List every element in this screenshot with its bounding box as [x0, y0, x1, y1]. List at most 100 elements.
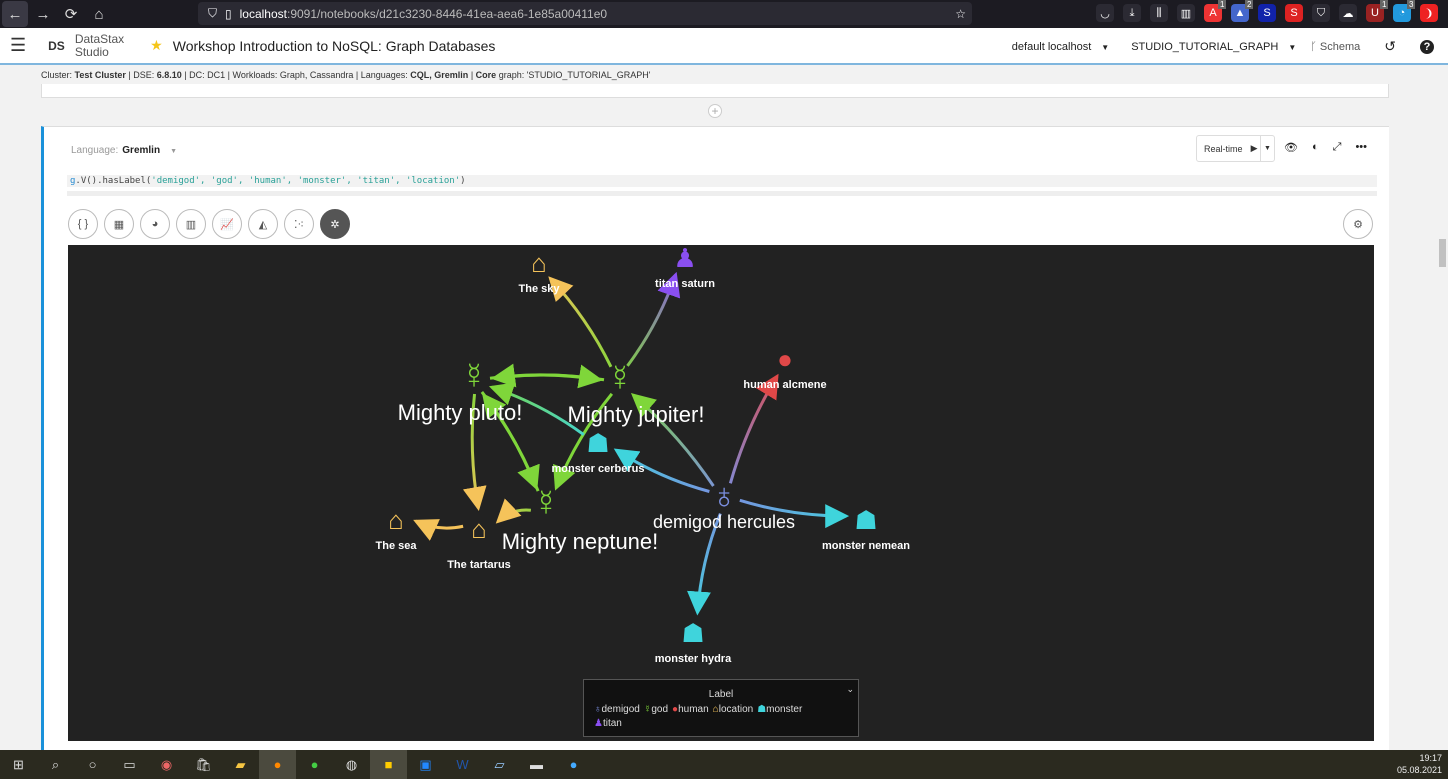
scrollbar-thumb[interactable]	[1439, 239, 1446, 267]
edge-hercules-alcmene[interactable]	[728, 373, 779, 484]
node-hydra[interactable]: ☗monster hydra	[655, 618, 732, 665]
scatter-view-button[interactable]: ⁚⁖	[284, 209, 314, 239]
edge-hercules-nemean[interactable]	[739, 498, 850, 529]
graph-select[interactable]: STUDIO_TUTORIAL_GRAPH▼	[1131, 40, 1297, 53]
home-button[interactable]: ⌂	[94, 5, 104, 23]
chevron-down-icon[interactable]: ⌄	[846, 684, 854, 694]
downloads-extension-icon[interactable]: ⤓	[1123, 4, 1141, 22]
legend-item-location[interactable]: ⌂location	[712, 704, 754, 715]
firefox-icon[interactable]: ●	[259, 750, 296, 779]
legend-item-god[interactable]: ☿god	[643, 704, 669, 715]
sticky-notes-icon[interactable]: ■	[370, 750, 407, 779]
explorer-icon[interactable]: ▰	[235, 756, 246, 772]
start-icon[interactable]: ⊞	[13, 756, 24, 772]
run-mode-button[interactable]: Real-time▶ ▼	[1196, 135, 1275, 162]
line-view-button[interactable]: 📈	[212, 209, 242, 239]
legend-item-monster[interactable]: ☗monster	[757, 704, 803, 715]
reload-button[interactable]: ⟳	[64, 6, 78, 23]
task-view-icon[interactable]: ▭	[123, 756, 136, 772]
edge-neptune-tartarus[interactable]	[495, 498, 532, 524]
edge-jupiter-saturn[interactable]	[626, 271, 681, 367]
run-mode-dropdown[interactable]: ▼	[1260, 136, 1274, 161]
editor-resize-handle[interactable]	[67, 191, 1377, 196]
edge-hercules-cerberus[interactable]	[613, 448, 710, 493]
node-saturn[interactable]: ♟titan saturn	[655, 243, 715, 290]
word-icon[interactable]: W	[456, 757, 469, 772]
add-cell-button[interactable]: +	[708, 104, 722, 118]
graph-view-button[interactable]: ✲	[320, 209, 350, 239]
bar-view-button[interactable]: ▥	[176, 209, 206, 239]
url-bar[interactable]: ⛉ ▯ localhost:9091/notebooks/d21c3230-84…	[198, 2, 972, 25]
node-pluto[interactable]: ☿Mighty pluto!	[398, 355, 523, 425]
edge-pluto-tartarus[interactable]	[462, 393, 487, 511]
chrome-icon[interactable]: ●	[310, 757, 319, 772]
ext-2-extension-icon[interactable]: ▲2	[1231, 0, 1254, 22]
ext-red-extension-icon[interactable]: ❩	[1420, 4, 1438, 22]
library-extension-icon[interactable]: ⫼	[1150, 4, 1168, 22]
node-label: Mighty neptune!	[502, 529, 659, 554]
table-view-button[interactable]: ▦	[104, 209, 134, 239]
scrollbar[interactable]	[1436, 84, 1448, 750]
edge-hercules-jupiter[interactable]	[630, 393, 715, 487]
vpn-icon[interactable]: ◍	[345, 756, 358, 772]
area-view-button[interactable]: ◭	[248, 209, 278, 239]
node-alcmene[interactable]: ●human alcmene	[743, 344, 826, 391]
cortana-icon[interactable]: ○	[88, 757, 97, 772]
node-hercules[interactable]: ♁demigod hercules	[653, 475, 795, 532]
ext-3-extension-icon[interactable]: ◔3	[1393, 0, 1416, 22]
sidebar-extension-icon[interactable]: ▥	[1177, 4, 1195, 22]
expand-icon[interactable]: ⤢	[1332, 141, 1342, 153]
s-red-extension-icon[interactable]: S	[1285, 4, 1303, 22]
help-icon[interactable]: ?	[1420, 39, 1434, 54]
history-icon[interactable]: ↺	[1384, 38, 1396, 54]
legend-item-titan[interactable]: ♟titan	[594, 718, 622, 729]
ext-cat-extension-icon[interactable]: ☁	[1339, 4, 1357, 22]
terminal-icon[interactable]: ▬	[530, 757, 543, 772]
edge-tartarus-sea[interactable]	[413, 519, 464, 541]
more-icon[interactable]: •••	[1355, 141, 1367, 153]
edge-jupiter-pluto[interactable]	[491, 363, 605, 388]
s-blue-extension-icon[interactable]: S	[1258, 4, 1276, 22]
node-label: demigod hercules	[653, 512, 795, 532]
node-jupiter[interactable]: ☿Mighty jupiter!	[568, 357, 705, 427]
node-sky[interactable]: ⌂The sky	[519, 248, 561, 295]
favorite-star-icon[interactable]: ★	[150, 37, 163, 53]
language-select[interactable]: Language:Gremlin▼	[71, 145, 178, 156]
toggle-icon[interactable]: ◐	[1311, 141, 1319, 153]
edge-jupiter-neptune[interactable]	[553, 392, 614, 491]
bookmark-star-icon[interactable]: ☆	[955, 6, 966, 21]
forward-button[interactable]: →	[35, 5, 51, 23]
settings-gear-icon[interactable]: ⚙	[1343, 209, 1373, 239]
hide-code-icon[interactable]: 👁	[1284, 142, 1298, 154]
shield-extension-icon[interactable]: ⛉	[1312, 4, 1330, 22]
back-button[interactable]: ←	[2, 1, 28, 27]
graph-canvas[interactable]: ⌂The sky ♟titan saturn ●human alcmene ☿Migh…	[68, 243, 1374, 741]
connection-select[interactable]: default localhost▼	[1011, 40, 1110, 53]
node-cerberus[interactable]: ☗monster cerberus	[552, 428, 645, 475]
menu-icon[interactable]: ☰	[10, 35, 27, 55]
edge-cerberus-pluto[interactable]	[488, 382, 585, 436]
legend-item-demigod[interactable]: ♁demigod	[594, 704, 640, 715]
node-tartarus[interactable]: ⌂The tartarus	[447, 514, 511, 571]
node-neptune[interactable]: ☿Mighty neptune!	[502, 482, 659, 554]
app-bird-icon[interactable]: ●	[569, 757, 578, 772]
legend-item-human[interactable]: ●human	[672, 704, 709, 715]
code-editor[interactable]: g.V().hasLabel('demigod', 'god', 'human'…	[67, 175, 1377, 187]
app-icon[interactable]: ◉	[160, 756, 173, 772]
edge-hercules-hydra[interactable]	[687, 513, 722, 616]
notes-icon[interactable]: ▱	[494, 756, 505, 772]
pie-view-button[interactable]: ◕	[140, 209, 170, 239]
graph-svg[interactable]: ⌂The sky ♟titan saturn ●human alcmene ☿Migh…	[68, 243, 1374, 741]
pocket-extension-icon[interactable]: ◡	[1096, 4, 1114, 22]
monster-icon: ☗	[681, 618, 704, 648]
search-icon[interactable]: ⌕	[51, 756, 60, 772]
schema-button[interactable]: ᚴ Schema	[1310, 40, 1361, 53]
outlook-icon[interactable]: ▣	[419, 756, 432, 772]
edge-jupiter-sky[interactable]	[548, 276, 613, 368]
json-view-button[interactable]: { }	[68, 209, 98, 239]
node-sea[interactable]: ⌂The sea	[376, 505, 418, 552]
store-icon[interactable]: 🛍	[195, 756, 212, 772]
node-nemean[interactable]: ☗monster nemean	[822, 505, 910, 552]
